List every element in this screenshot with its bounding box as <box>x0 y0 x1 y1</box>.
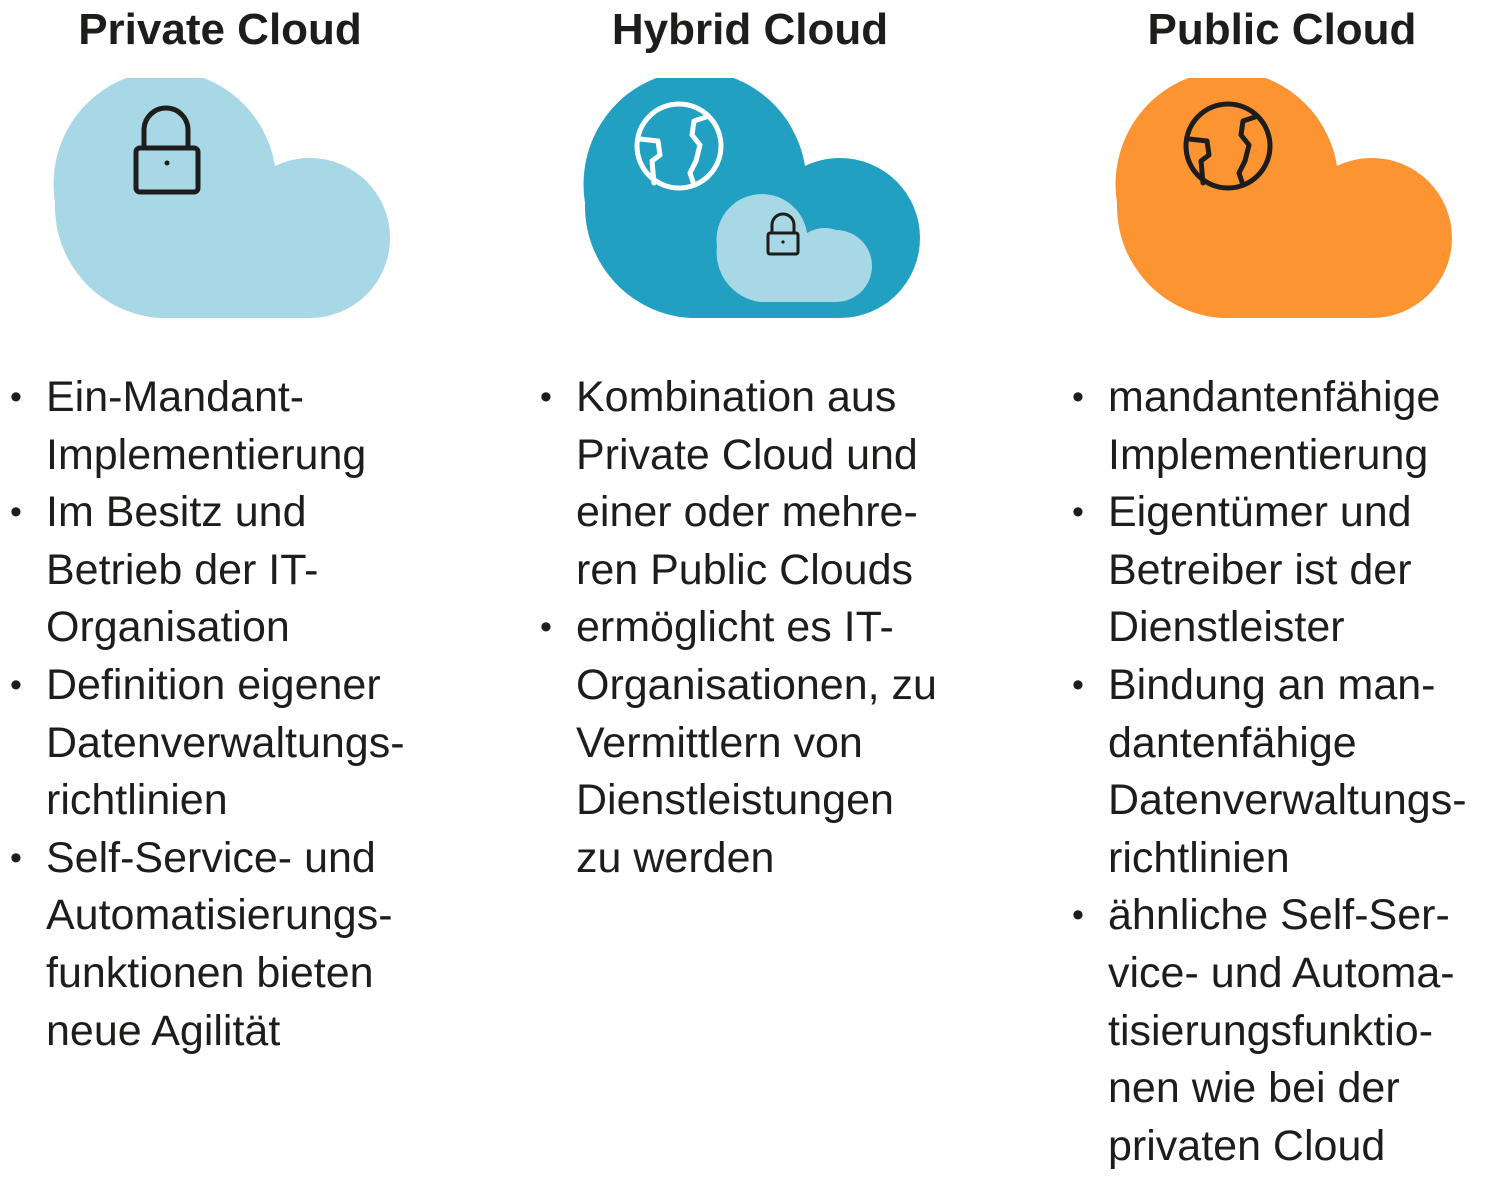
globe-icon <box>1183 101 1273 191</box>
list-item: Ein-Mandant- Implementierung <box>0 369 470 484</box>
list-item: Definition eigener Datenverwaltungs- ric… <box>0 657 470 830</box>
list-item: Im Besitz und Betrieb der IT- Organisati… <box>0 484 470 657</box>
private-cloud-body <box>53 78 390 318</box>
list-item: mandantenfähige Implementierung <box>1062 369 1500 484</box>
lock-icon <box>766 212 800 256</box>
private-cloud-title: Private Cloud <box>78 5 362 54</box>
public-cloud-body <box>1115 78 1452 318</box>
hybrid-cloud-shape <box>583 78 920 318</box>
hybrid-cloud-bullets: Kombination aus Private Cloud und einer … <box>530 369 1000 887</box>
globe-icon <box>634 101 724 191</box>
public-cloud-shape <box>1115 78 1452 318</box>
public-cloud-bullets: mandantenfähige Implementierung Eigentüm… <box>1062 369 1500 1175</box>
list-item: Self-Service- und Automatisierungs- funk… <box>0 830 470 1060</box>
list-item: Kombination aus Private Cloud und einer … <box>530 369 1000 599</box>
hybrid-cloud-title: Hybrid Cloud <box>611 5 889 54</box>
private-sub-cloud <box>716 194 872 302</box>
list-item: ermöglicht es IT- Organisationen, zu Ver… <box>530 599 1000 887</box>
lock-icon <box>133 105 201 195</box>
private-cloud-shape <box>53 78 390 318</box>
list-item: Eigentümer und Betreiber ist der Dienstl… <box>1062 484 1500 657</box>
list-item: Bindung an man- dantenfähige Datenverwal… <box>1062 657 1500 887</box>
list-item: ähnliche Self-Ser- vice- und Automa- tis… <box>1062 887 1500 1175</box>
public-cloud-title: Public Cloud <box>1147 5 1417 54</box>
private-cloud-bullets: Ein-Mandant- Implementierung Im Besitz u… <box>0 369 470 1060</box>
